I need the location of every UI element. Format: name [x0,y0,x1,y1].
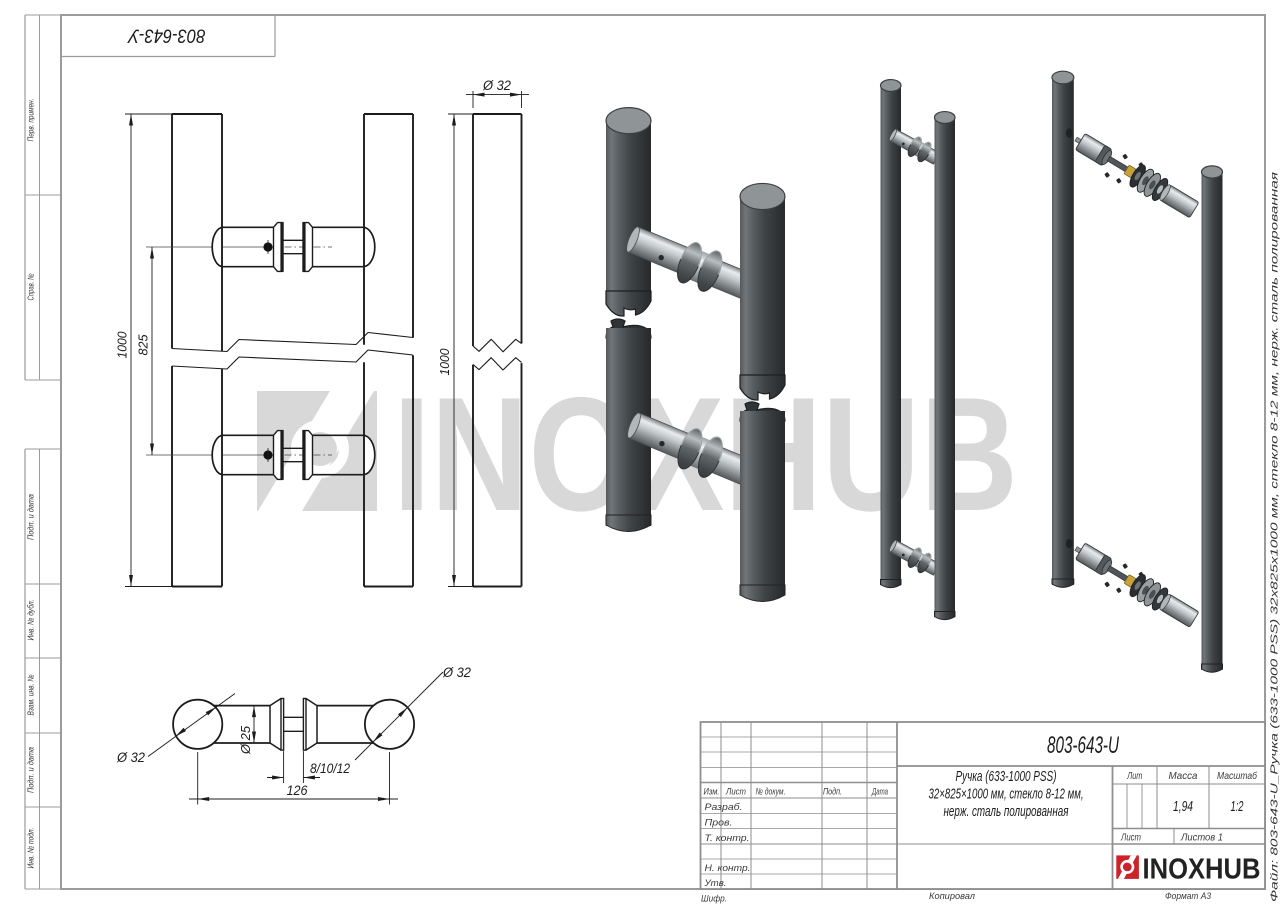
svg-text:Формат А3: Формат А3 [1165,891,1212,902]
svg-text:Ø 32: Ø 32 [442,665,471,680]
svg-text:Н. контр.: Н. контр. [705,863,751,874]
svg-text:Ø 32: Ø 32 [482,78,511,93]
svg-text:Шифр.: Шифр. [701,894,727,905]
svg-text:Масса: Масса [1169,771,1198,782]
svg-text:Изм.: Изм. [704,787,720,798]
svg-text:Утв.: Утв. [703,878,726,889]
svg-text:Лист: Лист [1120,833,1141,844]
svg-text:№ докум.: № докум. [756,787,786,798]
svg-text:Масштаб: Масштаб [1217,770,1257,782]
svg-text:1000: 1000 [115,331,130,359]
svg-text:Ø 25: Ø 25 [238,725,253,755]
svg-text:Ручка (633-1000 PSS): Ручка (633-1000 PSS) [956,769,1057,785]
svg-text:8/10/12: 8/10/12 [310,761,350,776]
svg-text:Подп. и дата: Подп. и дата [26,747,36,793]
svg-text:Справ. №: Справ. № [26,274,36,301]
svg-text:нерж. сталь полированная: нерж. сталь полированная [944,804,1069,820]
svg-text:1000: 1000 [437,348,452,376]
svg-text:Разраб.: Разраб. [705,802,743,813]
svg-text:32×825×1000 мм, стекло 8-12 мм: 32×825×1000 мм, стекло 8-12 мм, [929,787,1084,803]
svg-text:Файл: 803-643-U_Ручка (633-100: Файл: 803-643-U_Ручка (633-1000 PSS) 32х… [1269,171,1280,902]
svg-text:Перв. примен.: Перв. примен. [26,99,36,142]
svg-text:INOXHUB: INOXHUB [1143,854,1261,886]
svg-text:1,94: 1,94 [1173,798,1193,815]
svg-text:Подп. и дата: Подп. и дата [26,494,36,540]
svg-text:126: 126 [287,783,308,798]
svg-text:Дата: Дата [871,787,888,798]
svg-text:Инв. № подл.: Инв. № подл. [26,828,36,869]
svg-text:Взам. инв. №: Взам. инв. № [26,675,36,716]
svg-text:1:2: 1:2 [1231,798,1244,815]
svg-text:825: 825 [136,334,151,356]
svg-text:Пров.: Пров. [705,818,733,829]
svg-text:Инв. № дубл.: Инв. № дубл. [26,600,36,641]
svg-text:Ø 32: Ø 32 [116,750,145,765]
svg-text:Лист: Лист [725,787,746,798]
svg-text:Т. контр.: Т. контр. [705,833,750,844]
svg-text:803-643-У: 803-643-У [127,25,206,46]
svg-text:803-643-U: 803-643-U [1047,732,1119,759]
svg-text:Копировал: Копировал [929,891,976,902]
svg-text:Подп.: Подп. [823,787,842,798]
svg-text:Листов 1: Листов 1 [1180,833,1223,844]
svg-text:Лит: Лит [1127,771,1143,782]
